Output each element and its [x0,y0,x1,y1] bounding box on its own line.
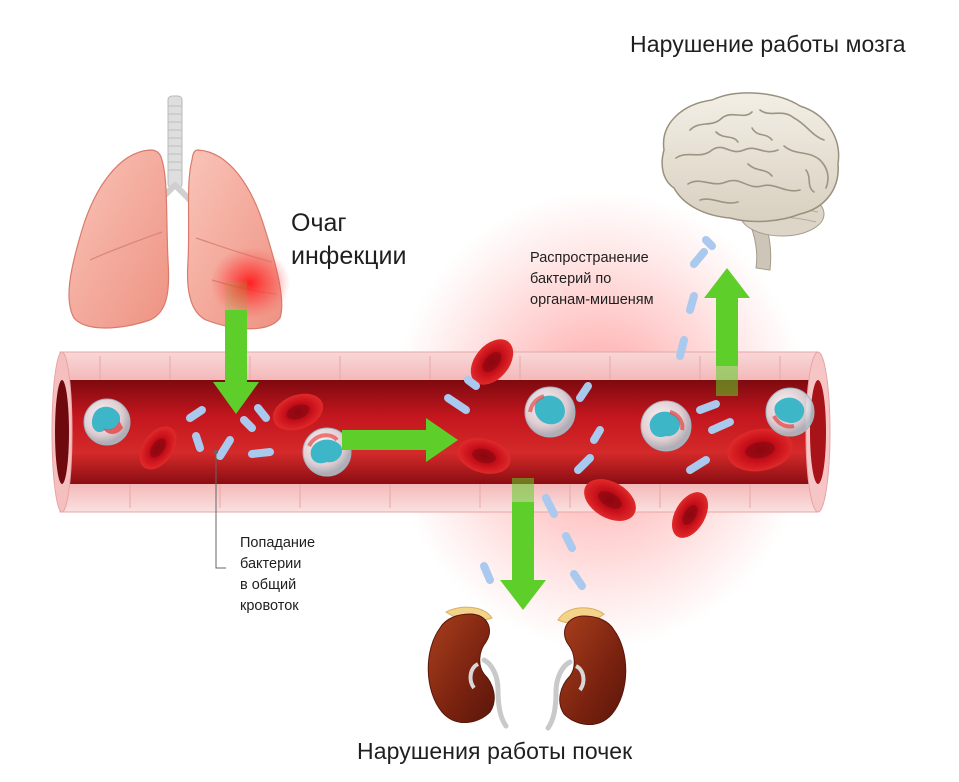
spread-line: Распространение [530,250,649,266]
entry-line: Попадание [240,535,316,551]
infection-focus-line: Очаг [291,209,347,237]
brain-icon [661,92,840,271]
entry-line: в общий [240,577,297,593]
spread-label: Распространение бактерий по органам-мише… [530,248,654,311]
entry-line: кровоток [240,598,299,614]
arrow-lung-to-vessel [213,282,259,414]
lungs-icon [68,95,290,330]
red-blood-cells [139,339,793,538]
bacteria [186,236,734,590]
entry-pointer-line [215,452,226,569]
infection-focus-label: Очаг инфекции [291,207,406,273]
kidney-left-icon [427,606,509,729]
infection-focus-line: инфекции [291,242,407,270]
spread-line: органам-мишеням [530,292,654,308]
brain-title: Нарушение работы мозга [630,31,906,57]
entry-pointer-dot [214,450,218,454]
entry-line: бактерии [240,556,302,572]
spread-line: бактерий по [530,271,612,287]
white-blood-cells [83,386,815,477]
entry-label: Попадание бактерии в общий кровоток [240,533,315,617]
arrow-to-kidneys [500,478,546,610]
kidney-title: Нарушения работы почек [357,738,633,764]
kidney-right-icon [545,607,627,731]
arrow-to-brain [704,268,750,396]
infection-focus-glow [210,247,290,319]
arrow-along-vessel [342,418,458,462]
